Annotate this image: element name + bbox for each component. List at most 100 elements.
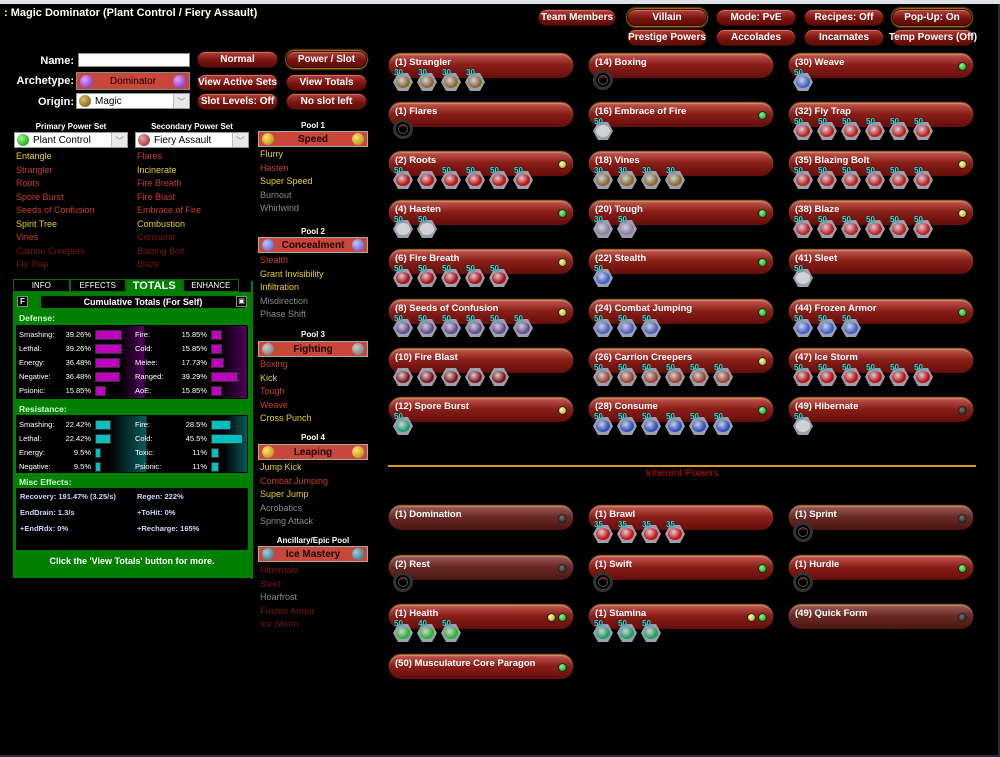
enhancement-slot[interactable]: 50 <box>841 117 861 140</box>
power-pill[interactable] <box>789 201 973 225</box>
enhancement-slot[interactable]: 35 <box>665 520 685 543</box>
power-slot[interactable]: (1) Hurdle <box>789 556 973 592</box>
power-list-item[interactable]: Burnout <box>260 189 292 200</box>
primary-set-dropdown[interactable]: Plant Control ﹀ <box>14 132 128 148</box>
enhancement-slot[interactable]: 50 <box>913 166 933 189</box>
power-list-item[interactable]: Misdirection <box>260 295 309 306</box>
tab-enhance[interactable]: ENHANCE <box>182 279 239 292</box>
enhancement-slot[interactable]: 30 <box>393 68 413 91</box>
status-dot-icon[interactable] <box>558 160 567 169</box>
status-dot-icon[interactable] <box>747 613 756 622</box>
status-dot-icon[interactable] <box>558 406 567 415</box>
enhancement-slot[interactable]: 50 <box>841 215 861 238</box>
status-dot-icon[interactable] <box>558 209 567 218</box>
power-list-item[interactable]: Hibernate <box>260 565 300 575</box>
enhancement-slot[interactable]: 50 <box>513 314 533 337</box>
tab-effects[interactable]: EFFECTS <box>69 279 126 292</box>
enhancement-slot[interactable]: 30 <box>617 166 637 189</box>
power-list-item[interactable]: Fire Breath <box>137 178 182 188</box>
power-slot[interactable]: (1) Flares <box>389 103 573 139</box>
status-dot-icon[interactable] <box>958 613 967 622</box>
status-dot-icon[interactable] <box>958 514 967 523</box>
power-list-item[interactable]: Embrace of Fire <box>137 205 202 215</box>
power-pill[interactable] <box>589 506 773 530</box>
status-dot-icon[interactable] <box>558 514 567 523</box>
power-list-item[interactable]: Flares <box>137 151 163 161</box>
pool-selector-ice-mastery[interactable]: Ice Mastery <box>258 546 368 562</box>
status-dot-icon[interactable] <box>758 613 767 622</box>
enhancement-slot[interactable]: 50 <box>641 363 661 386</box>
power-pill[interactable] <box>389 103 573 127</box>
enhancement-slot[interactable]: 30 <box>641 166 661 189</box>
enhancement-slot[interactable]: 50 <box>417 314 437 337</box>
secondary-set-dropdown[interactable]: Fiery Assault ﹀ <box>135 132 249 148</box>
normal-button[interactable]: Normal <box>197 51 278 68</box>
enhancement-slot[interactable]: 50 <box>393 619 413 642</box>
enhancement-slot[interactable]: 50 <box>617 314 637 337</box>
enhancement-slot[interactable]: 50 <box>793 68 813 91</box>
power-list-item[interactable]: Whirlwind <box>260 203 300 213</box>
enhancement-slot[interactable]: 50 <box>889 166 909 189</box>
power-list-item[interactable]: Spore Burst <box>16 191 64 202</box>
power-pill[interactable] <box>389 300 573 324</box>
enhancement-slot[interactable]: 50 <box>817 215 837 238</box>
enhancement-slot[interactable]: 40 <box>417 619 437 642</box>
enhancement-slot[interactable]: 50 <box>889 215 909 238</box>
power-list-item[interactable]: Grant Invisibility <box>260 268 324 279</box>
enhancement-slot[interactable]: 50 <box>593 619 613 642</box>
power-list-item[interactable]: Roots <box>16 178 40 188</box>
enhancement-slot[interactable]: 50 <box>865 166 885 189</box>
enhancement-slot[interactable]: 50 <box>913 363 933 386</box>
power-slot[interactable]: (1) Domination <box>389 506 573 530</box>
view-active-sets-button[interactable]: View Active Sets <box>197 74 278 91</box>
enhancement-slot[interactable]: 50 <box>865 215 885 238</box>
enhancement-slot[interactable]: 30 <box>441 68 461 91</box>
power-slot-button[interactable]: Power / Slot <box>286 51 367 68</box>
power-pill[interactable] <box>389 398 573 422</box>
archetype-selector[interactable]: Dominator <box>76 72 190 90</box>
enhancement-slot[interactable]: 50 <box>793 117 813 140</box>
enhancement-slot[interactable]: 50 <box>817 117 837 140</box>
empty-slot-icon[interactable] <box>793 522 813 542</box>
enhancement-slot[interactable]: 50 <box>865 117 885 140</box>
power-list-item[interactable]: Entangle <box>16 151 52 161</box>
power-list-item[interactable]: Super Jump <box>260 489 309 499</box>
enhancement-slot[interactable]: 50 <box>841 314 861 337</box>
enhancement-slot[interactable]: 50 <box>889 117 909 140</box>
enhancement-slot[interactable]: 30 <box>665 166 685 189</box>
enhancement-slot[interactable]: 50 <box>593 363 613 386</box>
enhancement-slot[interactable]: 50 <box>465 314 485 337</box>
power-list-item[interactable]: Spring Attack <box>260 516 314 526</box>
power-list-item[interactable]: Blazing Bolt <box>137 245 185 256</box>
power-slot[interactable]: (14) Boxing <box>589 54 773 90</box>
power-list-item[interactable]: Fire Blast <box>137 191 176 202</box>
villain-button[interactable]: Villain <box>627 9 707 26</box>
view-totals-button[interactable]: View Totals <box>286 74 367 91</box>
power-pill[interactable] <box>589 54 773 78</box>
enhancement-slot[interactable]: 50 <box>793 264 813 287</box>
enhancement-slot[interactable]: 50 <box>641 412 661 435</box>
tab-info[interactable]: INFO <box>13 279 70 292</box>
power-list-item[interactable]: Consume <box>137 232 176 242</box>
prestige-powers-button[interactable]: Prestige Powers <box>627 29 707 46</box>
enhancement-slot[interactable]: 50 <box>713 363 733 386</box>
power-pill[interactable] <box>389 152 573 176</box>
power-list-item[interactable]: Jump Kick <box>260 462 302 472</box>
enhancement-slot[interactable]: 50 <box>817 363 837 386</box>
power-pill[interactable] <box>389 250 573 274</box>
power-pill[interactable] <box>589 103 773 127</box>
power-list-item[interactable]: Seeds of Confusion <box>16 205 95 215</box>
enhancement-slot[interactable]: 50 <box>489 314 509 337</box>
pool-selector-concealment[interactable]: Concealment <box>258 237 368 253</box>
status-dot-icon[interactable] <box>758 111 767 120</box>
mode-button[interactable]: Mode: PvE <box>716 9 796 26</box>
